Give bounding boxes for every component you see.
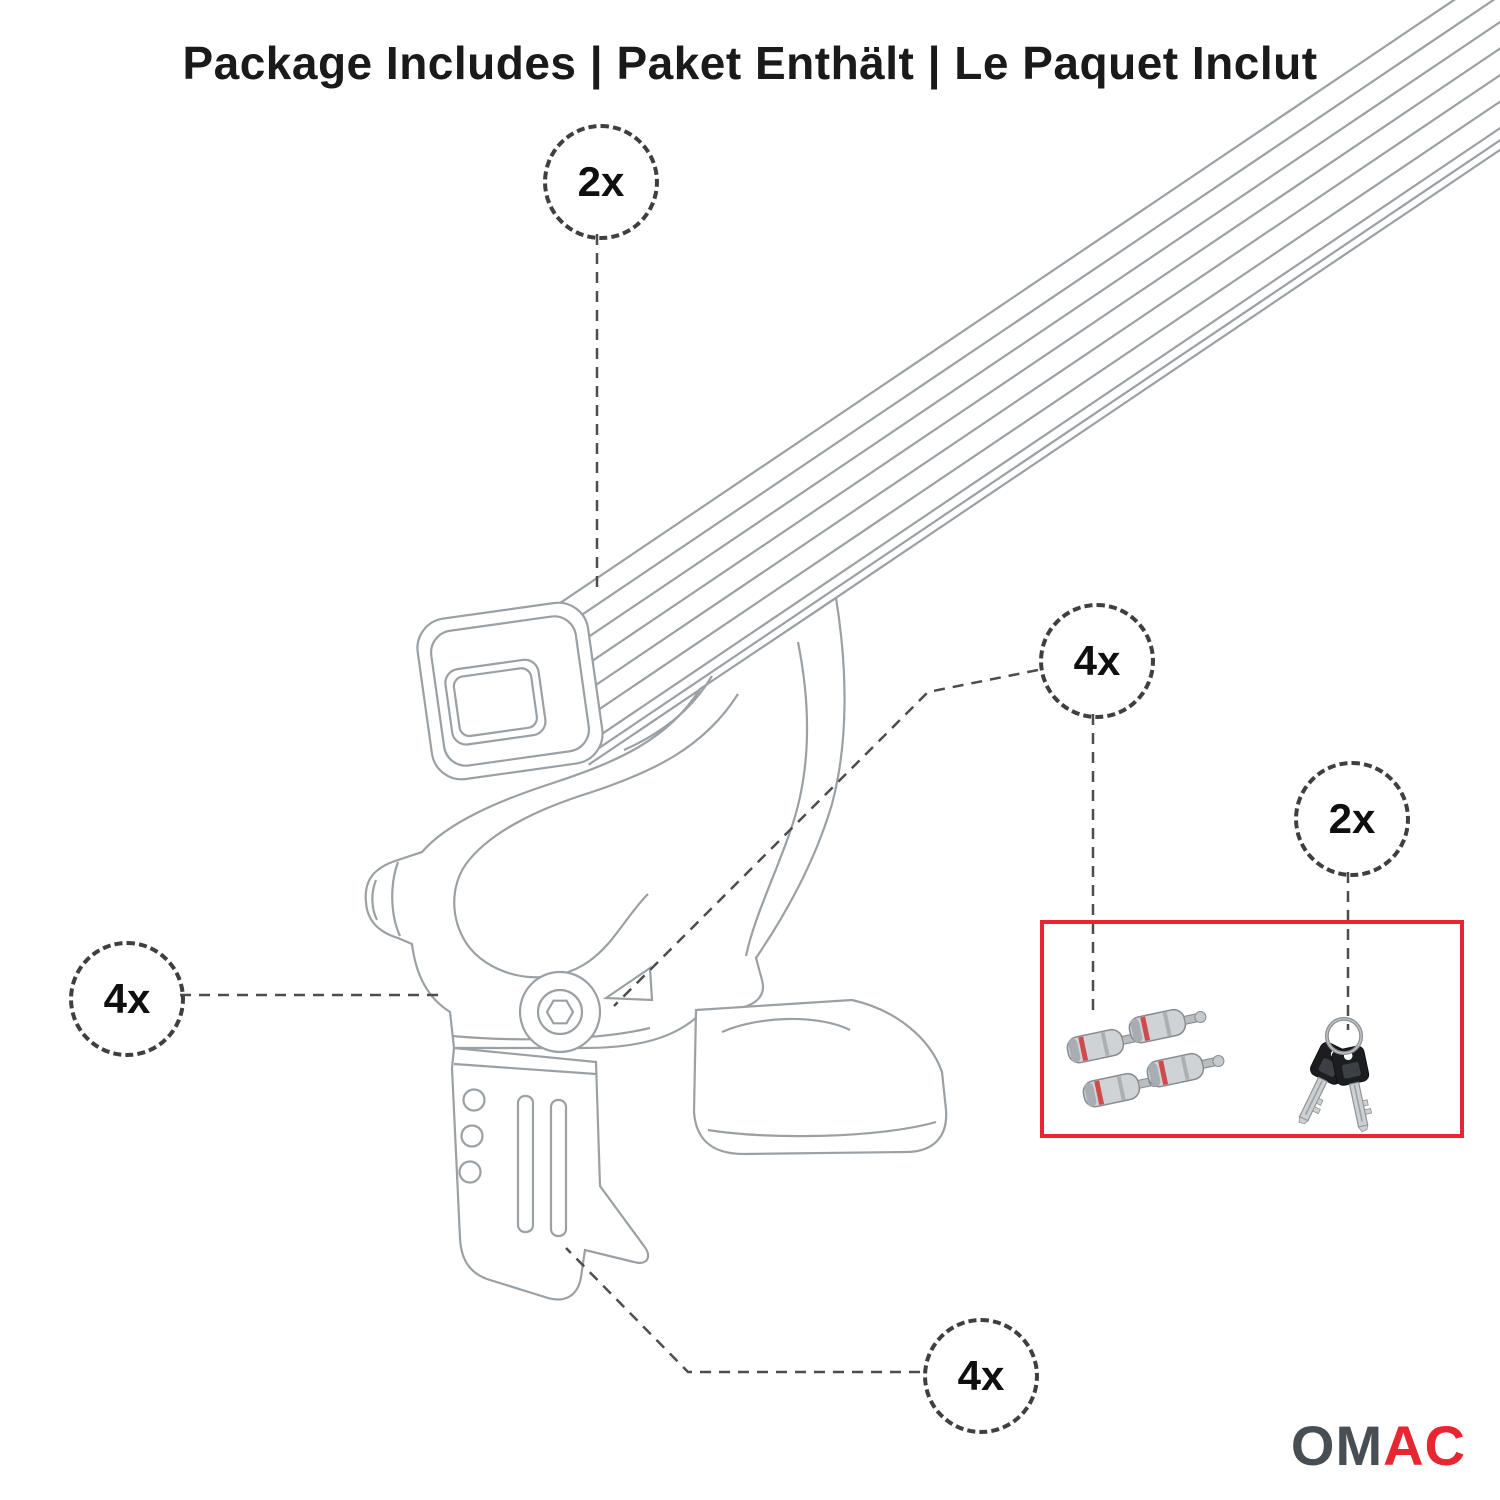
callout-locks-label: 4x bbox=[1073, 637, 1121, 684]
callout-crossbar-qty: 2x bbox=[543, 124, 659, 240]
hardware-image bbox=[1064, 1002, 1382, 1134]
leader-locks-to-foot bbox=[613, 668, 1039, 1007]
crossbar-ribs bbox=[516, 0, 1500, 759]
bolt-hex-socket bbox=[545, 999, 575, 1025]
lock-cylinders-image bbox=[1064, 1002, 1228, 1110]
brand-logo: OMAC bbox=[1291, 1418, 1466, 1474]
brand-letter: M bbox=[1335, 1414, 1384, 1477]
mount-foot-body bbox=[364, 596, 846, 1050]
base-pad-body bbox=[692, 998, 948, 1156]
end-cap-illustration bbox=[416, 601, 604, 781]
bolt-pointer bbox=[602, 966, 654, 1002]
callout-clamp-qty: 4x bbox=[923, 1318, 1039, 1434]
callout-clamp-label: 4x bbox=[957, 1352, 1005, 1399]
callout-keys-label: 2x bbox=[1328, 795, 1376, 842]
clamp-slot-1 bbox=[516, 1094, 535, 1234]
callout-keys-qty: 2x bbox=[1294, 761, 1410, 877]
mount-foot-ear-inner bbox=[391, 861, 402, 937]
end-cap-hole-inner bbox=[452, 667, 539, 738]
bolt-inner bbox=[536, 988, 584, 1036]
keys-image bbox=[1285, 1016, 1382, 1134]
clamp-slot-2 bbox=[549, 1098, 568, 1238]
base-pad-illustration bbox=[692, 998, 948, 1156]
bolt-outer bbox=[518, 970, 602, 1054]
brand-letter: A bbox=[1383, 1414, 1425, 1477]
end-cap-hole bbox=[444, 658, 547, 746]
page-title: Package Includes | Paket Enthält | Le Pa… bbox=[182, 37, 1318, 89]
mount-foot-inner-curve-2 bbox=[744, 641, 809, 957]
callout-foot-qty: 4x bbox=[69, 941, 185, 1057]
mount-foot-ear-detail bbox=[371, 879, 378, 921]
clamp-illustration bbox=[450, 1046, 650, 1301]
bolt-illustration bbox=[518, 966, 654, 1054]
leader-clamp bbox=[565, 1247, 920, 1374]
key bbox=[1329, 1044, 1382, 1134]
keyring-highlight bbox=[1326, 1018, 1362, 1054]
brand-letter: O bbox=[1290, 1414, 1336, 1477]
clamp-hole-3 bbox=[458, 1160, 482, 1184]
end-cap-contour bbox=[429, 615, 591, 767]
clamp-top-line bbox=[453, 1062, 597, 1076]
lock-cylinder bbox=[1126, 1002, 1210, 1046]
leader-lines bbox=[180, 234, 1350, 1374]
brand-letter: C bbox=[1424, 1414, 1466, 1477]
lock-cylinder bbox=[1144, 1046, 1228, 1090]
crossbar-top-edge bbox=[504, 0, 1500, 642]
crossbar-illustration bbox=[504, 0, 1500, 766]
callout-locks-qty: 4x bbox=[1039, 603, 1155, 719]
base-pad-top-line bbox=[721, 1017, 851, 1034]
mount-foot-inner-curve-1 bbox=[453, 693, 739, 979]
mount-foot-inner-curve-3 bbox=[623, 675, 713, 752]
callout-crossbar-label: 2x bbox=[577, 158, 625, 205]
clamp-hole-1 bbox=[462, 1088, 486, 1112]
clamp-hole-2 bbox=[460, 1124, 484, 1148]
callout-foot-label: 4x bbox=[103, 975, 151, 1022]
base-pad-bottom-line bbox=[707, 1120, 937, 1138]
included-hardware-box bbox=[1040, 920, 1464, 1138]
